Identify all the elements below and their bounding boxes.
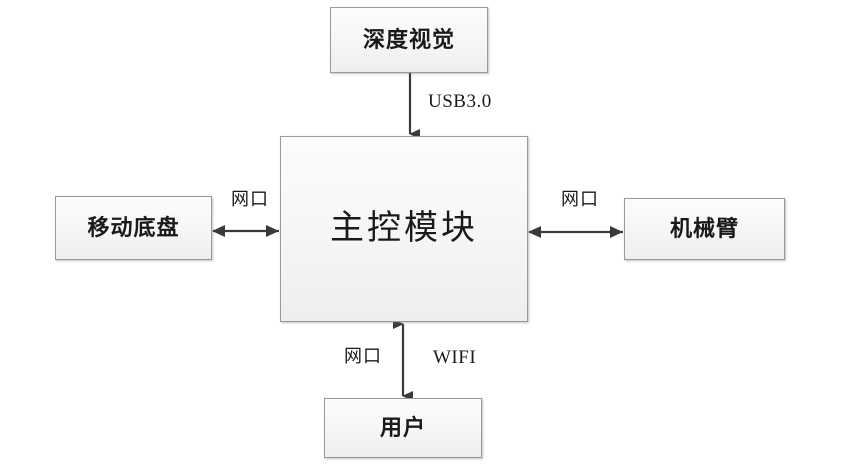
- node-depth-vision[interactable]: 深度视觉: [330, 7, 488, 73]
- edge-label-usb3: USB3.0: [428, 91, 492, 112]
- edge-label-wifi: WIFI: [433, 347, 477, 368]
- node-user[interactable]: 用户: [324, 398, 482, 458]
- node-main-control-module-label: 主控模块: [330, 210, 478, 247]
- node-robotic-arm-label: 机械臂: [669, 216, 739, 241]
- edge-label-network-port-bottom: 网口: [344, 346, 382, 366]
- node-mobile-chassis-label: 移动底盘: [87, 215, 180, 240]
- edge-label-network-port-left: 网口: [231, 189, 269, 209]
- node-main-control-module[interactable]: 主控模块: [280, 136, 528, 322]
- node-user-label: 用户: [379, 415, 426, 440]
- node-mobile-chassis[interactable]: 移动底盘: [55, 196, 212, 260]
- node-robotic-arm[interactable]: 机械臂: [624, 198, 785, 260]
- node-depth-vision-label: 深度视觉: [362, 27, 455, 52]
- edge-label-network-port-right: 网口: [561, 189, 599, 209]
